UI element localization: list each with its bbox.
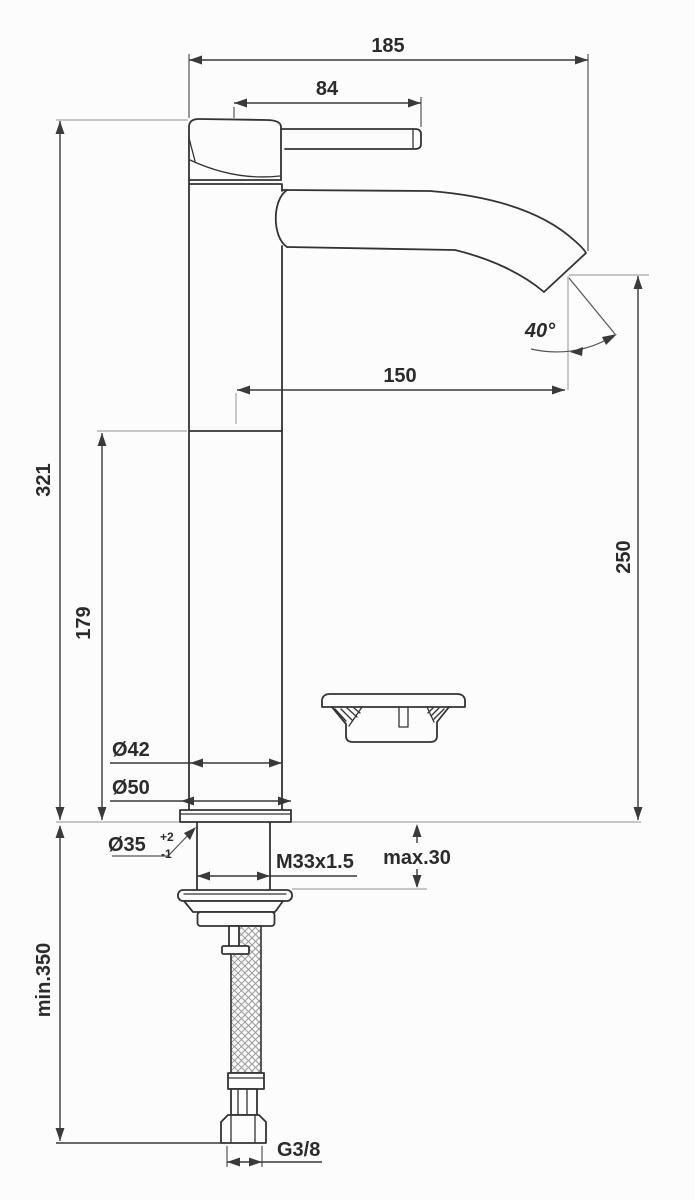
dim-hose-thread: G3/8 (226, 1139, 322, 1167)
head-ring (188, 179, 282, 185)
hose-nut (220, 1114, 267, 1144)
head-swoosh (189, 159, 281, 178)
arrowhead (602, 334, 617, 345)
arrowhead (55, 121, 65, 134)
dim-label-total-height: 321 (33, 463, 55, 496)
dim-total-height: 321 (33, 121, 65, 820)
connector-flats (237, 1088, 248, 1116)
dim-spout-height: 250 (613, 276, 643, 820)
plug-rib-right (426, 706, 435, 723)
arrowhead (190, 758, 203, 768)
plug-slot (398, 706, 409, 728)
dim-spout-reach: 150 (237, 365, 565, 395)
hose-connector (230, 1088, 258, 1116)
plug-hatch-right (427, 707, 445, 720)
arrowhead (633, 276, 643, 289)
dim-total-width: 185 (188, 35, 589, 251)
arrowhead (184, 827, 196, 840)
arrowhead (633, 807, 643, 820)
dim-label-min-clearance: min.350 (33, 943, 55, 1017)
dim-handle-length: 84 (233, 78, 422, 127)
dim-label-body-height: 179 (73, 606, 95, 639)
nut-washer (177, 889, 293, 902)
dim-label-thread: M33x1.5 (276, 851, 354, 873)
dim-label-body-diameter: Ø42 (112, 739, 150, 761)
dim-hole-diameter: Ø35 +2 -1 (108, 827, 196, 861)
arrowhead (570, 347, 583, 356)
arrowhead (181, 796, 194, 806)
head-notch (188, 137, 196, 162)
arrowhead (97, 807, 107, 820)
flange-plate (179, 809, 292, 823)
threaded-shank (196, 821, 271, 891)
arrowhead (269, 758, 282, 768)
spout-outline (281, 189, 587, 293)
plug-cap (321, 693, 466, 708)
dim-label-hole-diameter: Ø35 (108, 834, 146, 856)
dim-label-deck-max: max.30 (383, 847, 451, 869)
arrowhead (234, 98, 247, 108)
arrowhead (55, 825, 65, 838)
arrowhead (408, 98, 421, 108)
nut-body (196, 911, 276, 927)
dim-label-total-width: 185 (371, 35, 404, 57)
mounting-nut (177, 889, 293, 927)
dim-label-hose-thread: G3/8 (277, 1139, 320, 1161)
spout-collar (274, 189, 288, 248)
arrowhead (55, 1128, 65, 1141)
mounting-stud (228, 925, 240, 948)
dim-label-handle: 84 (316, 78, 339, 100)
dim-label-spout-height: 250 (613, 540, 635, 573)
nut-skirt (183, 900, 284, 913)
faucet-body (179, 118, 587, 891)
dim-spout-angle: 40° (524, 277, 617, 356)
arrowhead (257, 871, 270, 881)
head-cap (188, 118, 282, 184)
supply-hose (220, 925, 267, 1144)
arrowhead (227, 1157, 240, 1167)
dim-body-height: 179 (73, 433, 107, 820)
arrowhead (552, 385, 565, 395)
dim-label-hole-tol-plus: +2 (160, 830, 174, 844)
dim-body-diameter: Ø42 (110, 739, 282, 768)
dim-min-clearance: min.350 (33, 825, 221, 1144)
ext-line (226, 1146, 263, 1167)
dim-label-angle: 40° (524, 320, 556, 342)
dim-label-reach: 150 (383, 365, 416, 387)
lever (280, 128, 422, 150)
angle-leg (568, 277, 616, 335)
arrowhead (197, 871, 210, 881)
arrowhead (189, 55, 202, 65)
stud-crossbar (221, 945, 250, 955)
plug-hatch-left (334, 707, 361, 722)
handle (280, 128, 422, 150)
arrowhead (97, 433, 107, 446)
arrowhead (412, 824, 422, 837)
arrowhead (237, 385, 250, 395)
hose-ferrule (227, 1072, 265, 1090)
arrowhead (575, 55, 588, 65)
spout (274, 189, 587, 293)
hose-nut-flats (230, 1115, 256, 1144)
dim-label-hole-tol-minus: -1 (161, 847, 172, 861)
arrowhead (249, 1157, 262, 1167)
arrowhead (412, 875, 422, 888)
dim-thread: M33x1.5 (197, 851, 357, 881)
base-flange (179, 809, 292, 823)
drain-plug (321, 693, 466, 743)
arrowhead (55, 807, 65, 820)
dim-deck-max: max.30 (383, 824, 451, 888)
dim-label-base-diameter: Ø50 (112, 777, 150, 799)
extension-lines (56, 119, 649, 890)
leader-line (112, 828, 195, 857)
plug-skirt (331, 706, 450, 743)
